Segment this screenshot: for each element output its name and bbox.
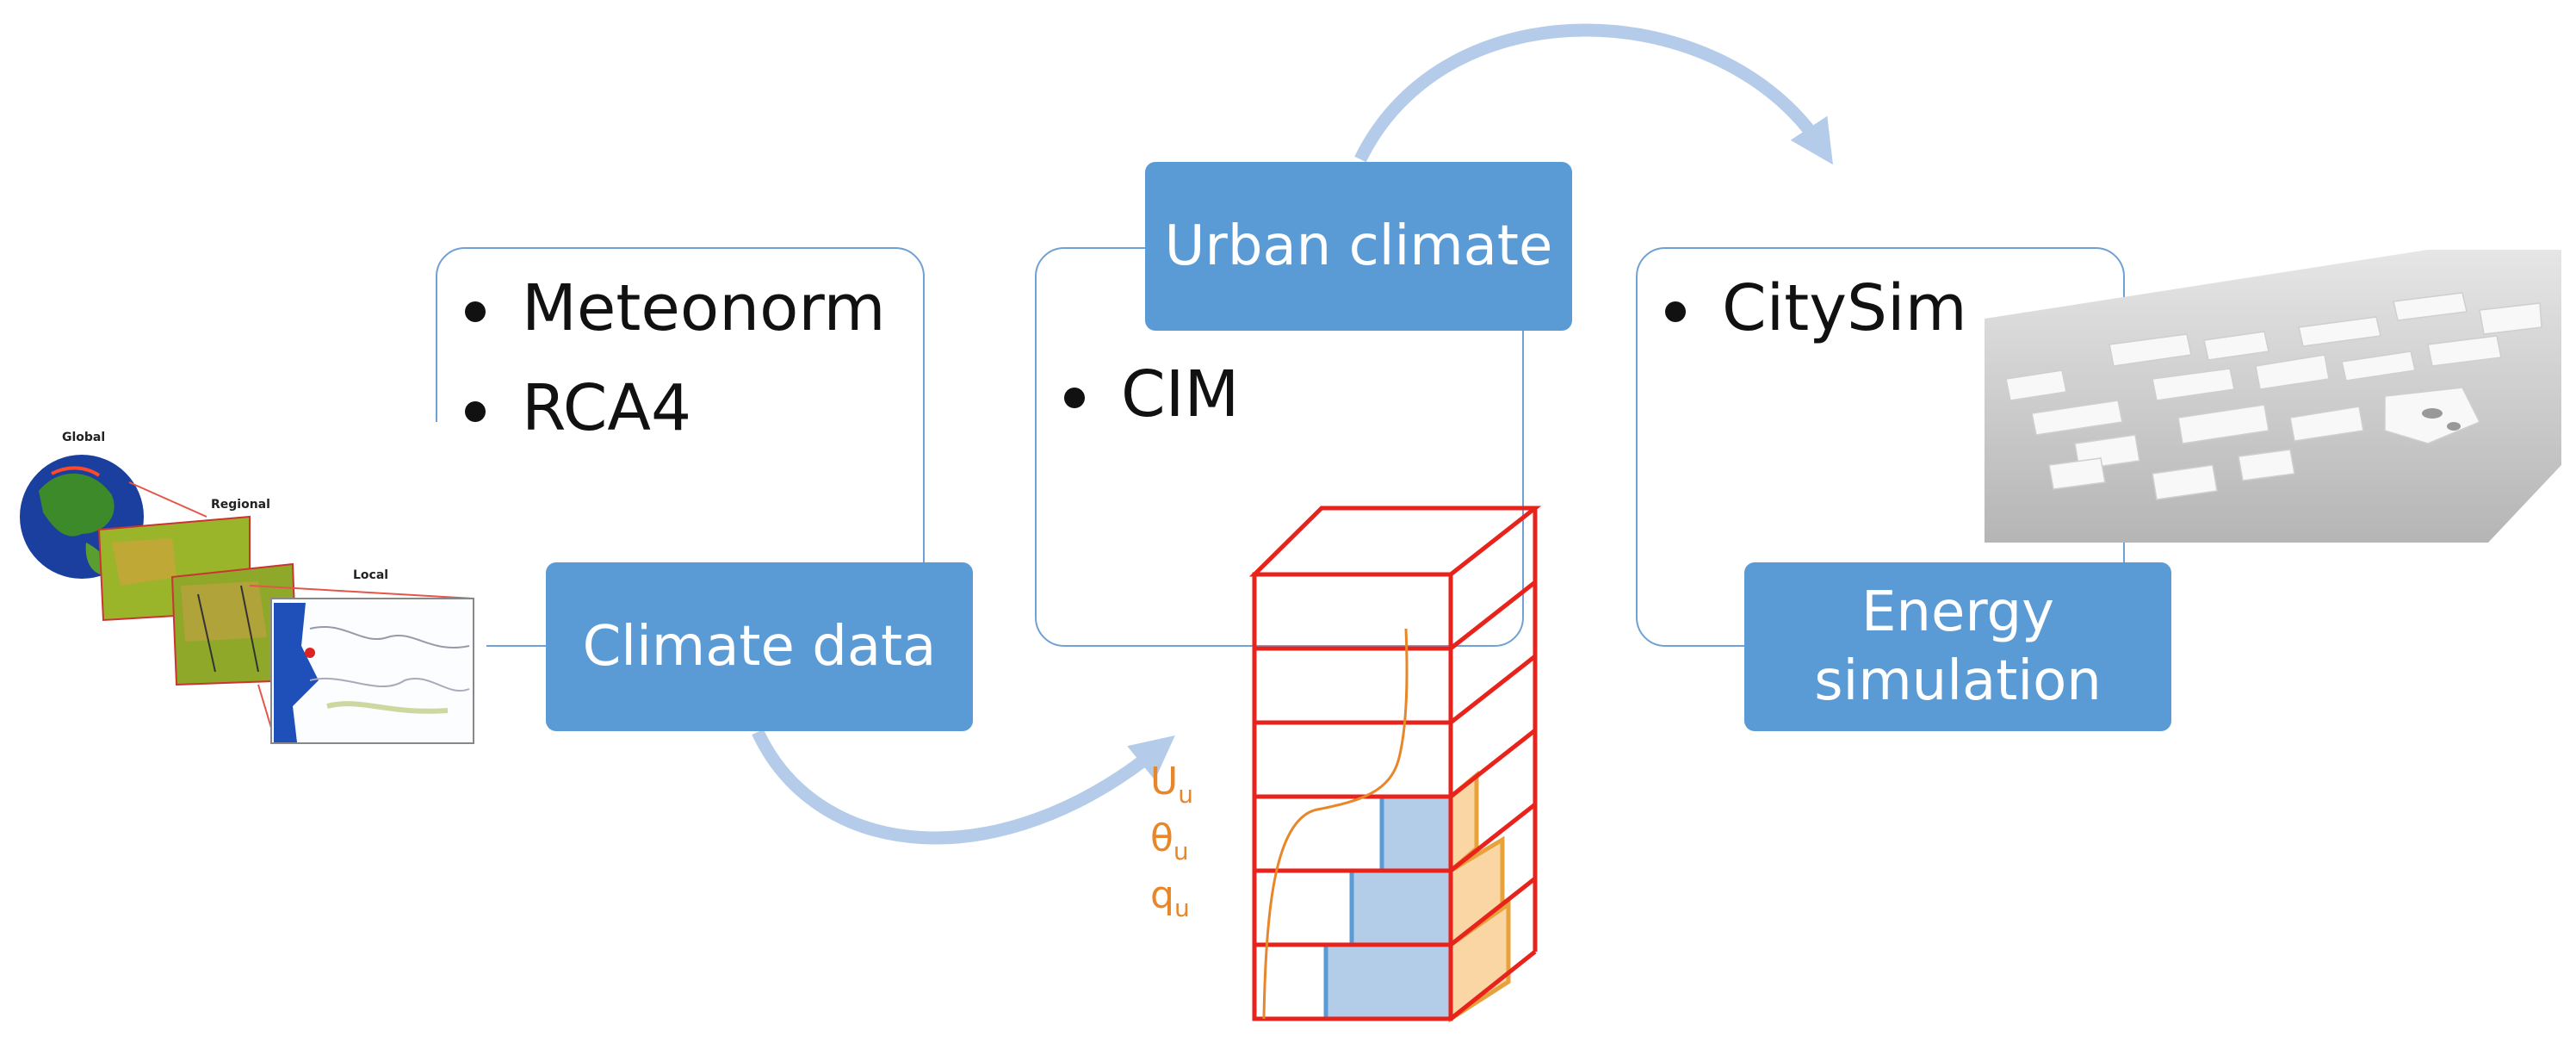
energy-simulation-title-line2: simulation	[1814, 649, 2102, 713]
variable-subscript: u	[1173, 893, 1190, 922]
variable-u: Uu	[1150, 760, 1193, 809]
curved-arrow-icon	[1354, 23, 1834, 165]
urban-climate-bullets: CIM	[1064, 344, 1239, 444]
variable-q: qu	[1150, 873, 1190, 922]
globe-map-icon: Global Regional Local	[0, 422, 486, 749]
map-label-global: Global	[62, 431, 105, 444]
energy-simulation-title: Energy simulation	[1744, 562, 2171, 731]
map-label-local: Local	[353, 568, 388, 582]
variable-subscript: u	[1173, 836, 1189, 866]
urban-column-grid-icon	[1248, 506, 1542, 1023]
variable-symbol: U	[1150, 760, 1179, 804]
curved-arrow-icon	[752, 729, 1175, 845]
variable-subscript: u	[1178, 779, 1193, 809]
variable-symbol: q	[1150, 873, 1174, 917]
city-3d-model-icon	[1985, 250, 2561, 543]
climate-data-title-text: Climate data	[582, 615, 937, 679]
bullet-item: CitySim	[1665, 258, 1967, 358]
climate-data-bullets: Meteonorm RCA4	[465, 258, 886, 458]
bullet-item: RCA4	[465, 358, 886, 458]
map-label-regional: Regional	[211, 498, 270, 512]
energy-simulation-bullets: CitySim	[1665, 258, 1967, 358]
urban-climate-title-text: Urban climate	[1164, 214, 1553, 278]
bullet-item: CIM	[1064, 344, 1239, 444]
climate-data-title: Climate data	[546, 562, 973, 731]
urban-climate-title: Urban climate	[1145, 162, 1572, 331]
variable-symbol: θ	[1150, 816, 1173, 860]
variable-theta: θu	[1150, 816, 1189, 866]
bullet-item: Meteonorm	[465, 258, 886, 358]
energy-simulation-title-line1: Energy	[1861, 580, 2055, 644]
